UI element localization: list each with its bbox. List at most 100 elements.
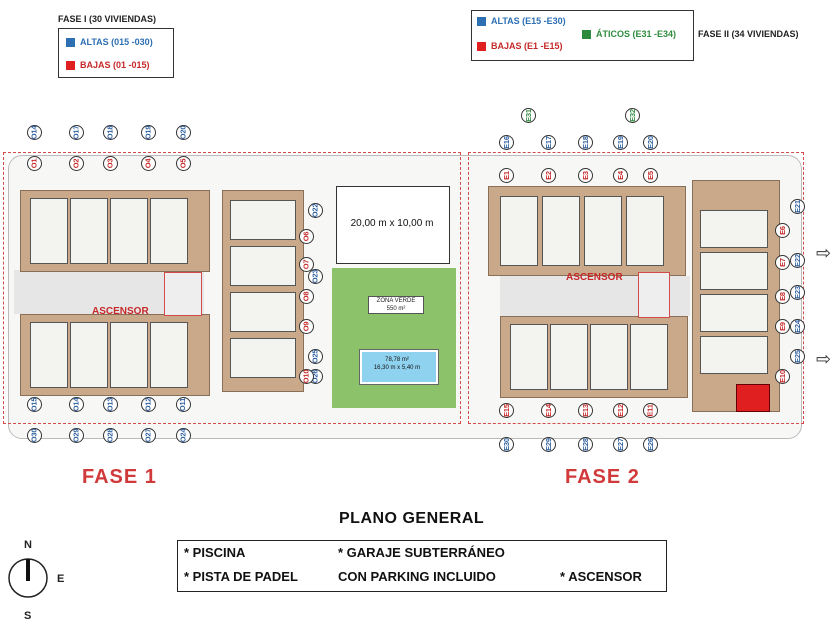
unit-marker-o29: O29 <box>68 427 84 443</box>
unit-marker-label: O10 <box>301 369 311 383</box>
unit-marker-label: E9 <box>777 321 787 331</box>
unit-marker-label: E17 <box>543 135 553 149</box>
blue-square-icon <box>477 16 486 26</box>
legend-fase1-bajas-text: BAJAS (01 -015) <box>80 60 150 70</box>
unit-marker-label: E5 <box>645 170 655 180</box>
unit-marker-e7: E7 <box>774 254 790 270</box>
unit-marker-o1: O1 <box>26 155 42 171</box>
unit-marker-label: E28 <box>580 437 590 451</box>
unit-marker-e25: E25 <box>789 348 805 364</box>
blue-square-icon <box>66 37 75 47</box>
unit-marker-label: O30 <box>29 428 39 442</box>
unit-marker-o7: O7 <box>298 256 314 272</box>
unit-marker-label: O12 <box>143 397 153 411</box>
unit-marker-label: O9 <box>301 321 311 331</box>
red-module <box>736 384 770 412</box>
unit-plan <box>110 322 148 388</box>
unit-marker-label: O24 <box>178 428 188 442</box>
unit-marker-o20: O20 <box>175 124 191 140</box>
amenity-padel: * PISTA DE PADEL <box>184 569 298 584</box>
swimming-pool <box>359 349 439 385</box>
unit-marker-o19: O19 <box>140 124 156 140</box>
amenity-garaje: * GARAJE SUBTERRÁNEO <box>338 545 505 560</box>
unit-plan <box>700 336 768 374</box>
unit-marker-label: O4 <box>143 158 153 168</box>
unit-plan <box>230 200 296 240</box>
unit-marker-e3: E3 <box>577 167 593 183</box>
legend-fase2-altas-text: ALTAS (E15 -E30) <box>491 16 566 26</box>
unit-marker-o10: O10 <box>298 368 314 384</box>
unit-marker-label: O28 <box>105 428 115 442</box>
unit-marker-label: E15 <box>501 403 511 417</box>
unit-plan <box>230 338 296 378</box>
unit-plan <box>230 292 296 332</box>
unit-marker-e19: E19 <box>612 134 628 150</box>
unit-plan <box>150 322 188 388</box>
unit-marker-e20: E20 <box>642 134 658 150</box>
legend-fase2-aticos-text: ÁTICOS (E31 -E34) <box>596 29 677 39</box>
unit-marker-label: O5 <box>178 158 188 168</box>
unit-marker-o11: O11 <box>175 396 191 412</box>
unit-marker-label: E14 <box>543 403 553 417</box>
unit-marker-e29: E29 <box>540 436 556 452</box>
unit-marker-label: E19 <box>615 135 625 149</box>
unit-marker-label: O3 <box>105 158 115 168</box>
unit-plan <box>30 198 68 264</box>
unit-marker-e10: E10 <box>774 368 790 384</box>
amenity-parking: CON PARKING INCLUIDO <box>338 569 496 584</box>
unit-marker-o4: O4 <box>140 155 156 171</box>
unit-marker-e9: E9 <box>774 318 790 334</box>
fase2-elevator <box>638 272 670 318</box>
unit-marker-label: E31 <box>523 108 533 122</box>
unit-marker-o5: O5 <box>175 155 191 171</box>
fase1-ascensor-label: ASCENSOR <box>92 306 149 317</box>
unit-marker-o13: O13 <box>102 396 118 412</box>
unit-marker-e27: E27 <box>612 436 628 452</box>
zona-verde <box>332 268 456 408</box>
unit-marker-label: E22 <box>792 253 802 267</box>
unit-marker-o22: O22 <box>307 202 323 218</box>
legend-fase2-title: FASE II (34 VIVIENDAS) <box>698 29 799 39</box>
fase2-ascensor-label: ASCENSOR <box>566 272 623 283</box>
legend-fase1-title: FASE I (30 VIVIENDAS) <box>58 14 157 24</box>
pool-line1: 78,78 m² <box>385 357 409 363</box>
unit-marker-label: O8 <box>301 291 311 301</box>
zona-verde-sign: ZONA VERDE 550 m² <box>368 296 424 314</box>
legend-fase1-altas: ALTAS (015 -030) <box>66 37 153 47</box>
legend-fase1-bajas: BAJAS (01 -015) <box>66 60 150 70</box>
unit-marker-e32: E32 <box>624 107 640 123</box>
legend-fase1-altas-text: ALTAS (015 -030) <box>80 37 153 47</box>
unit-marker-o14: O14 <box>68 396 84 412</box>
unit-marker-o2: O2 <box>68 155 84 171</box>
unit-marker-label: O22 <box>310 203 320 217</box>
unit-marker-label: E8 <box>777 291 787 301</box>
unit-marker-e24: E24 <box>789 318 805 334</box>
unit-marker-label: E20 <box>645 135 655 149</box>
unit-marker-label: E1 <box>501 170 511 180</box>
compass-n: N <box>24 539 32 551</box>
unit-marker-e23: E23 <box>789 284 805 300</box>
fase1-elevator <box>164 272 202 316</box>
unit-plan <box>500 196 538 266</box>
unit-marker-e2: E2 <box>540 167 556 183</box>
unit-marker-e1: E1 <box>498 167 514 183</box>
legend-fase1-box <box>58 28 174 78</box>
unit-marker-o14: O14 <box>26 124 42 140</box>
unit-marker-label: O2 <box>71 158 81 168</box>
unit-marker-o8: O8 <box>298 288 314 304</box>
unit-marker-o9: O9 <box>298 318 314 334</box>
unit-marker-o6: O6 <box>298 228 314 244</box>
unit-marker-o27: O27 <box>140 427 156 443</box>
unit-marker-o15: O15 <box>26 396 42 412</box>
unit-marker-e21: E21 <box>789 198 805 214</box>
unit-marker-label: O19 <box>143 125 153 139</box>
unit-marker-label: E7 <box>777 257 787 267</box>
amenity-ascensor: * ASCENSOR <box>560 569 642 584</box>
exit-arrow-icon: ⇨ <box>816 349 832 369</box>
unit-plan <box>70 322 108 388</box>
fase2-label: FASE 2 <box>565 466 640 488</box>
unit-marker-label: O23 <box>310 269 320 283</box>
fase1-boundary <box>3 152 461 424</box>
unit-marker-e5: E5 <box>642 167 658 183</box>
unit-plan <box>230 246 296 286</box>
